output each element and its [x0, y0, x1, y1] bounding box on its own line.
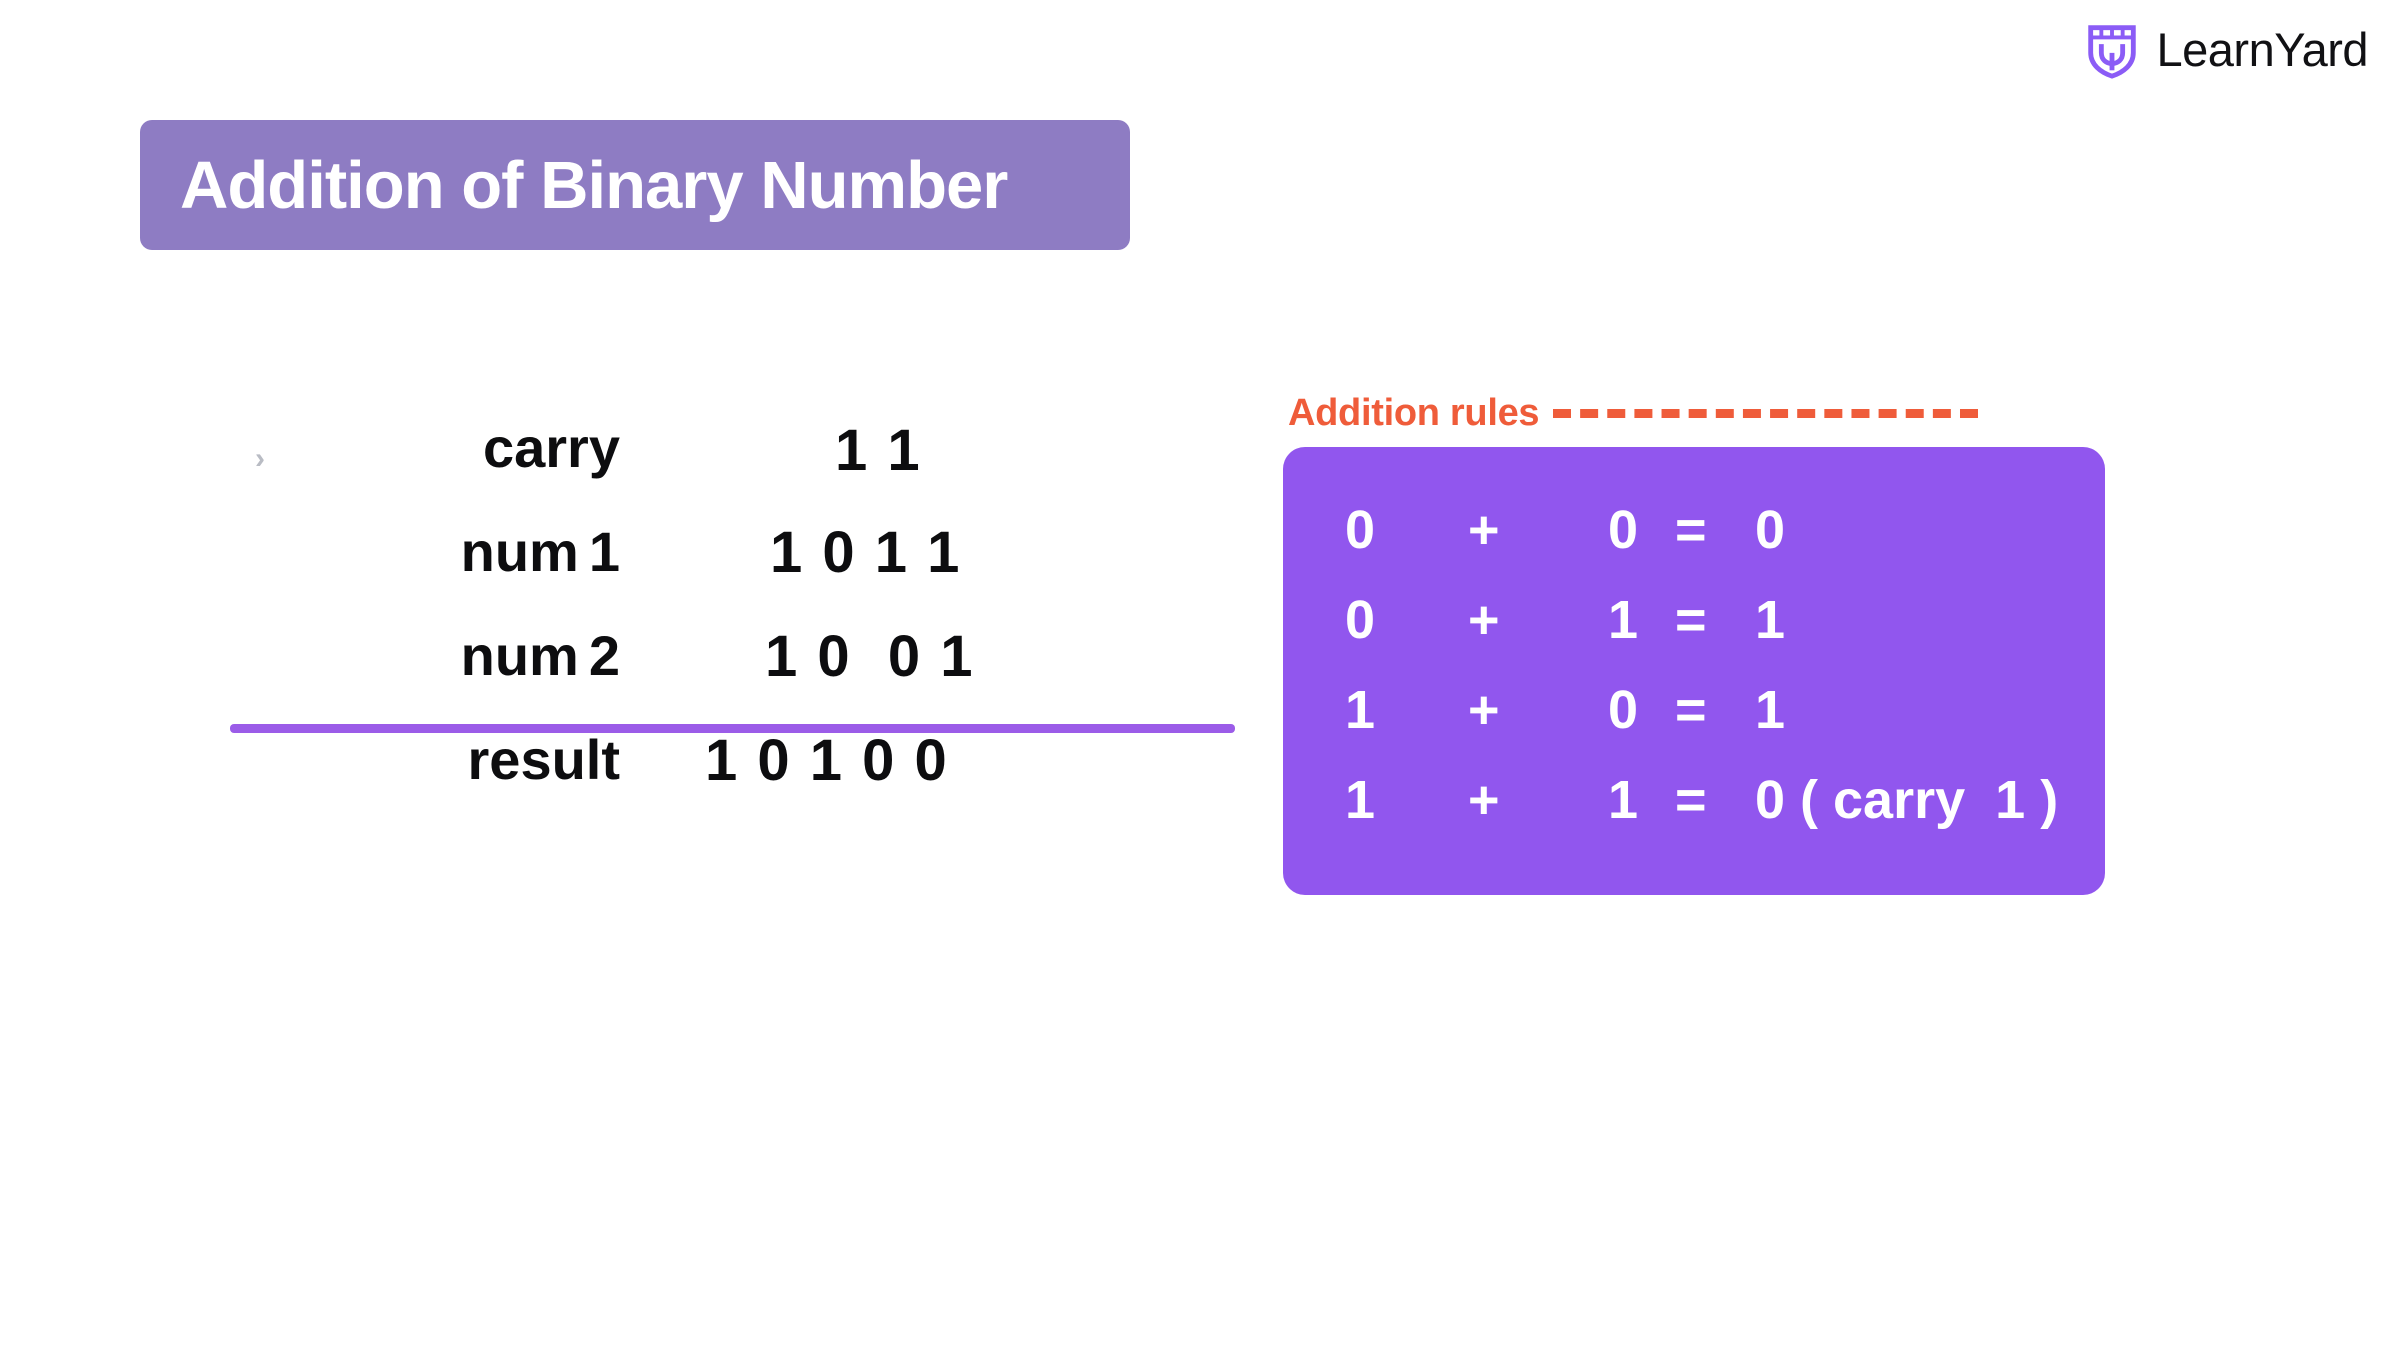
calc-row-result: result 1 0 1 0 0: [230, 732, 1240, 836]
rule-operand-b: 1: [1608, 590, 1639, 650]
plus-icon: +: [1468, 590, 1500, 650]
calc-digits-carry: 1 1: [835, 418, 922, 483]
equals-icon: =: [1675, 590, 1707, 650]
calc-label-result-text: result: [467, 728, 621, 791]
calc-label-num2-text: num: [460, 624, 579, 687]
plus-icon: +: [1468, 680, 1500, 740]
rule-operand-b: 0: [1608, 500, 1639, 560]
brand-logo: LearnYard: [2081, 18, 2369, 80]
rule-operand-a: 0: [1345, 590, 1376, 650]
equals-icon: =: [1675, 680, 1707, 740]
rule-row: 0 + 1 = 1: [1283, 575, 2105, 665]
chevron-right-icon: ›: [255, 442, 265, 475]
calc-digits-result: 1 0 1 0 0: [705, 728, 949, 793]
rule-row: 1 + 1 = 0 ( carry 1 ): [1283, 755, 2105, 845]
calc-row-carry: carry › 1 1: [230, 420, 1240, 524]
page-title: Addition of Binary Number: [180, 147, 1008, 223]
dashed-line-decoration: [1553, 409, 1979, 418]
calc-label-num2-index: 2: [588, 624, 620, 687]
addition-rules-card: 0 + 0 = 0 0 + 1 = 1 1 + 0 = 1 1 + 1 = 0 …: [1283, 447, 2105, 895]
addition-rules-heading: Addition rules: [1288, 392, 1979, 435]
rule-operand-b: 1: [1608, 770, 1639, 830]
rule-row: 1 + 0 = 1: [1283, 665, 2105, 755]
rule-operand-a: 1: [1345, 770, 1376, 830]
rule-result: 1: [1755, 590, 1786, 650]
calc-label-carry-text: carry: [482, 416, 620, 479]
equals-icon: =: [1675, 770, 1707, 830]
rule-operand-a: 1: [1345, 680, 1376, 740]
calc-digits-num2: 1 0 0 1: [765, 624, 975, 689]
rule-result: 0: [1755, 500, 1786, 560]
rule-row: 0 + 0 = 0: [1283, 485, 2105, 575]
rule-operand-b: 0: [1608, 680, 1639, 740]
plus-icon: +: [1468, 770, 1500, 830]
addition-rules-heading-text: Addition rules: [1288, 392, 1540, 434]
rule-result: 0 ( carry 1 ): [1755, 770, 2059, 830]
calc-separator-line: [230, 724, 1235, 733]
calc-label-carry: carry ›: [100, 420, 620, 476]
calc-label-num1-index: 1: [588, 520, 620, 583]
plus-icon: +: [1468, 500, 1500, 560]
calc-digits-num1: 1 0 1 1: [770, 520, 962, 585]
rule-operand-a: 0: [1345, 500, 1376, 560]
page-title-banner: Addition of Binary Number: [140, 120, 1130, 250]
brand-name: LearnYard: [2156, 22, 2369, 76]
shield-logo-icon: [2087, 25, 2136, 79]
calc-label-result: result: [100, 732, 621, 788]
calc-label-num1-text: num: [460, 520, 579, 583]
equals-icon: =: [1675, 500, 1707, 560]
rule-result: 1: [1755, 680, 1786, 740]
